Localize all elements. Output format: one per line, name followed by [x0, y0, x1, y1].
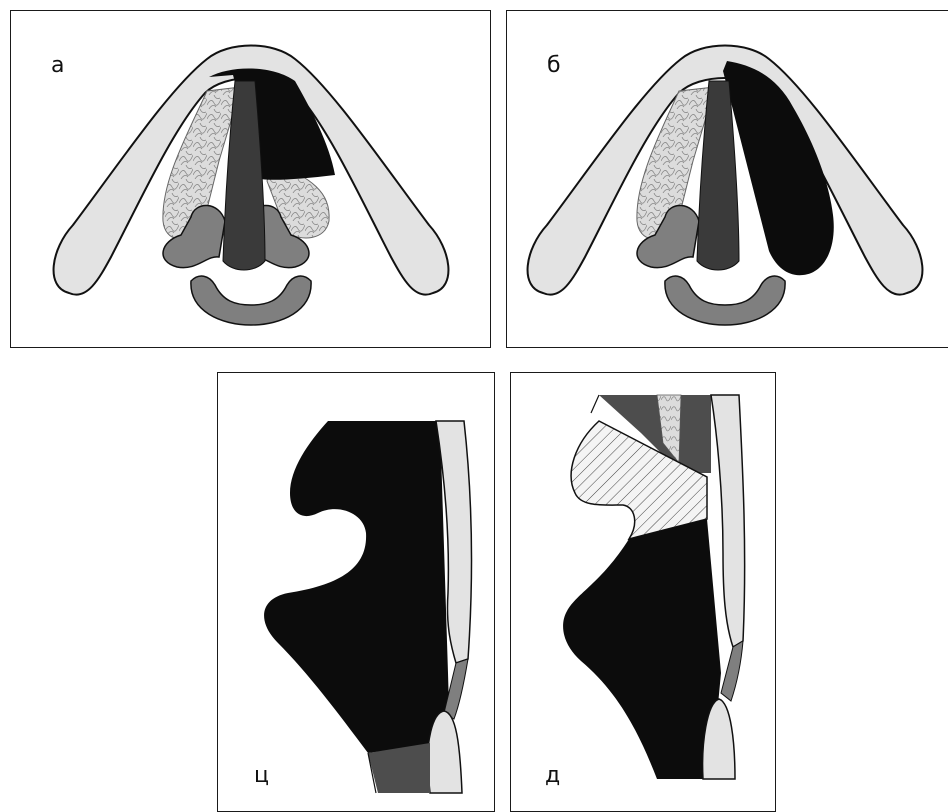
- panel-a: а: [10, 10, 491, 348]
- larynx-diagram-a: [11, 11, 491, 348]
- thyroid-cartilage: [711, 395, 745, 647]
- cricoid: [191, 276, 311, 325]
- panel-label-b: б: [547, 55, 561, 77]
- lesion-region: [563, 519, 721, 779]
- panel-c: ц: [217, 372, 495, 812]
- sagittal-diagram-c: [218, 373, 495, 812]
- larynx-diagram-b: [507, 11, 948, 348]
- panel-label-d: д: [545, 765, 560, 787]
- lesion-region: [723, 61, 834, 275]
- sagittal-diagram-d: [511, 373, 776, 812]
- panel-b: б: [506, 10, 948, 348]
- cricoid: [665, 276, 785, 325]
- cricoid: [428, 711, 462, 793]
- panel-label-a: а: [51, 55, 64, 77]
- panel-label-c: ц: [254, 765, 269, 787]
- panel-d: д: [510, 372, 776, 812]
- lesion-region: [264, 421, 450, 753]
